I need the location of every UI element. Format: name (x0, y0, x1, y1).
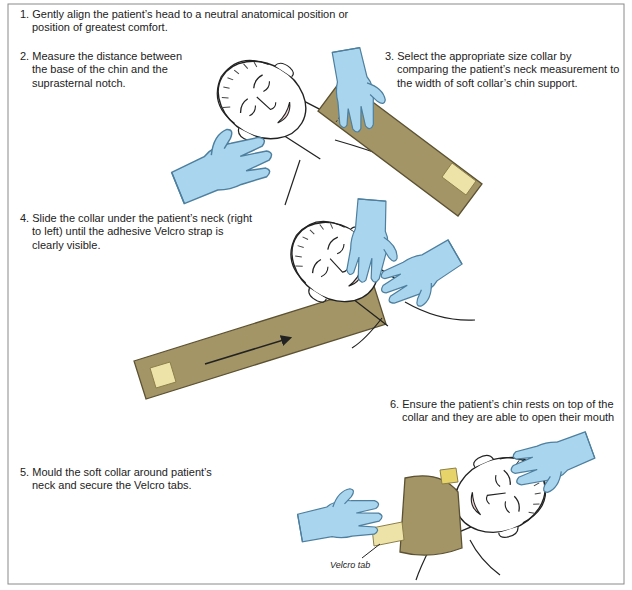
gloved-hand-part (165, 117, 279, 209)
step-instruction: 2. Measure the distance between the base… (20, 50, 198, 90)
gloved-hand-part (327, 45, 390, 135)
step-instruction: 4. Slide the collar under the patient’s … (20, 212, 258, 252)
gloved-hand-part (295, 484, 385, 547)
leader-line (362, 544, 380, 558)
soft-collar (372, 468, 462, 555)
gloved-hand (295, 427, 600, 547)
soft-collar-part (372, 522, 404, 546)
patient-head-part (352, 302, 475, 348)
gloved-hand (165, 117, 279, 209)
gloved-hand-part (506, 427, 601, 501)
soft-collar-part (205, 338, 290, 364)
soft-collar-part (440, 468, 458, 484)
label-holder: 2. Measure the distance between the base… (20, 50, 198, 90)
label-holder: 3. Select the appropriate size collar by… (385, 50, 621, 90)
soft-collar-part (134, 286, 386, 399)
step-instruction: 6. Ensure the patient’s chin rests on to… (390, 398, 620, 425)
label-holder: 5. Mould the soft collar around patient’… (20, 466, 225, 493)
gloved-hand-part (374, 236, 470, 320)
label-holder: Velcro tab (330, 560, 400, 571)
gloved-hand (346, 198, 470, 319)
soft-collar (134, 286, 386, 399)
soft-collar-part (442, 163, 476, 195)
frame (8, 4, 624, 584)
callout-label: Velcro tab (330, 560, 400, 571)
label-holder: 6. Ensure the patient’s chin rests on to… (390, 398, 620, 425)
gloved-hand (327, 45, 390, 135)
step-instruction: 5. Mould the soft collar around patient’… (20, 466, 225, 493)
soft-collar-part (150, 362, 176, 388)
step-instruction: 1. Gently align the patient’s head to a … (20, 8, 370, 35)
soft-collar-part (400, 476, 462, 555)
step-instruction: 3. Select the appropriate size collar by… (385, 50, 621, 90)
label-holder: 4. Slide the collar under the patient’s … (20, 212, 258, 252)
label-holder: 1. Gently align the patient’s head to a … (20, 8, 370, 35)
